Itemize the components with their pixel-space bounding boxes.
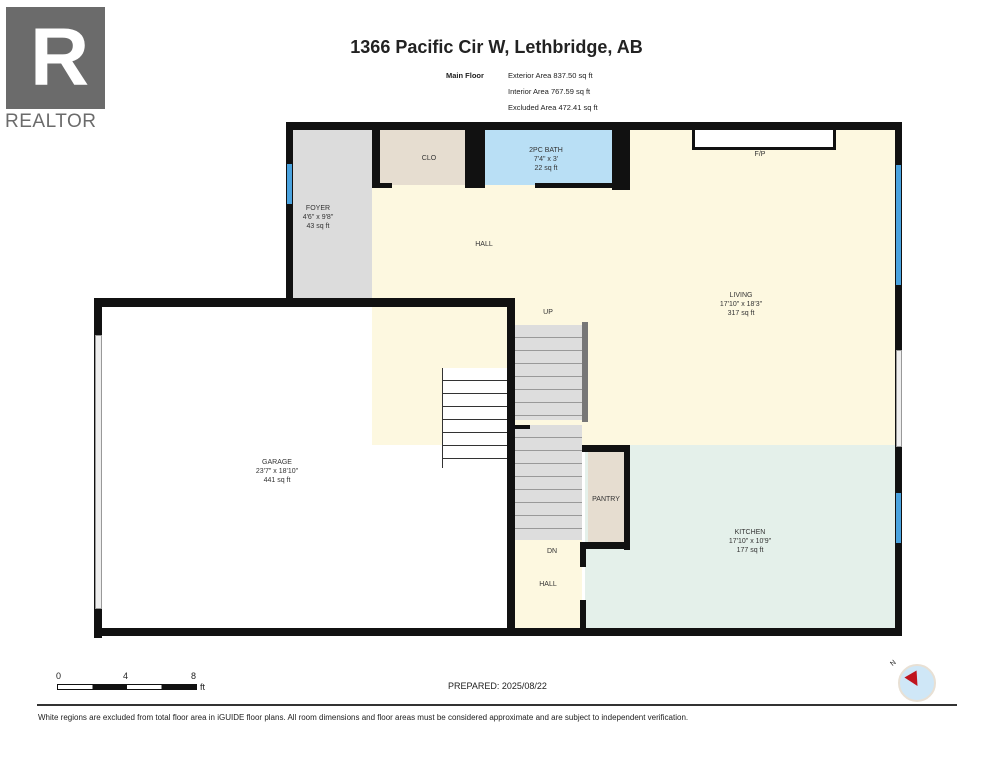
sliding-door [896,350,902,447]
room-stairs-up [515,325,582,420]
closet-label: CLO [421,155,437,162]
fireplace [692,130,836,150]
room-foyer [293,130,372,298]
wall [582,542,630,549]
compass-icon [898,664,936,702]
fireplace-label: F/P [754,151,766,158]
wall [465,130,485,188]
room-pantry [588,452,624,542]
disclaimer: White regions are excluded from total fl… [38,713,689,722]
divider [37,704,957,706]
wall [582,322,588,422]
room-lower-hall [515,540,582,628]
room-area: 317 sq ft [727,310,755,317]
room-dims: 7'4" x 3' [533,156,559,163]
room-dims: 17'10" x 10'9" [728,538,772,545]
room-dims: 4'6" x 9'8" [302,214,334,221]
wall [582,445,628,452]
realtor-logo-mark: R [30,12,90,103]
wall [612,130,630,190]
wall [507,298,515,636]
scale-tick-0: 0 [56,671,62,681]
room-dims: 23'7" x 18'10" [255,468,299,475]
compass-label: N [889,659,898,668]
floor-label: Main Floor [446,71,484,80]
wall [372,130,380,188]
scale-tick-4: 4 [123,671,129,681]
room-name: KITCHEN [734,529,766,536]
wall [94,298,514,307]
scale-tick-8: 8 [191,671,197,681]
bath-label: 2PC BATH 7'4" x 3' 22 sq ft [529,146,563,173]
down-label: DN [546,548,558,555]
room-name: GARAGE [262,459,292,466]
kitchen-label: KITCHEN 17'10" x 10'9" 177 sq ft [729,528,771,555]
scale-unit: ft [200,682,206,692]
wall [535,183,615,188]
page-title: 1366 Pacific Cir W, Lethbridge, AB [350,37,643,57]
hall-label: HALL [475,241,493,248]
excluded-area: Excluded Area 472.41 sq ft [508,103,598,112]
wall [94,628,902,636]
room-name: 2PC BATH [529,147,563,154]
lower-hall-label: HALL [539,581,557,588]
up-label: UP [543,309,553,316]
room-closet [380,130,465,185]
window [287,164,292,204]
garage-label: GARAGE 23'7" x 18'10" 441 sq ft [256,458,298,485]
scale-bar [57,684,197,690]
garage-stairs [442,368,511,468]
garage-door [95,335,102,609]
living-label: LIVING 17'10" x 18'3" 317 sq ft [720,291,762,318]
realtor-logo-text: REALTOR [5,111,97,132]
wall [372,183,392,188]
window [896,493,901,543]
room-area: 43 sq ft [306,223,330,230]
wall [580,542,586,567]
wall [286,122,293,300]
room-dims: 17'10" x 18'3" [719,301,763,308]
exterior-area: Exterior Area 837.50 sq ft [508,71,593,80]
foyer-label: FOYER 4'6" x 9'8" 43 sq ft [303,204,334,231]
room-area: 441 sq ft [263,477,291,484]
wall [580,600,586,636]
interior-area: Interior Area 767.59 sq ft [508,87,591,96]
wall [624,445,630,550]
room-area: 22 sq ft [534,165,558,172]
wall [510,425,530,429]
window [896,165,901,285]
prepared-date: PREPARED: 2025/08/22 [448,681,547,691]
realtor-logo [6,7,105,109]
room-bath [485,130,612,185]
room-name: FOYER [305,205,331,212]
room-name: LIVING [729,292,753,299]
room-stairs-down [515,425,582,540]
room-area: 177 sq ft [736,547,764,554]
pantry-label: PANTRY [592,496,620,503]
room-kitchen [585,445,895,628]
wall [286,122,902,130]
